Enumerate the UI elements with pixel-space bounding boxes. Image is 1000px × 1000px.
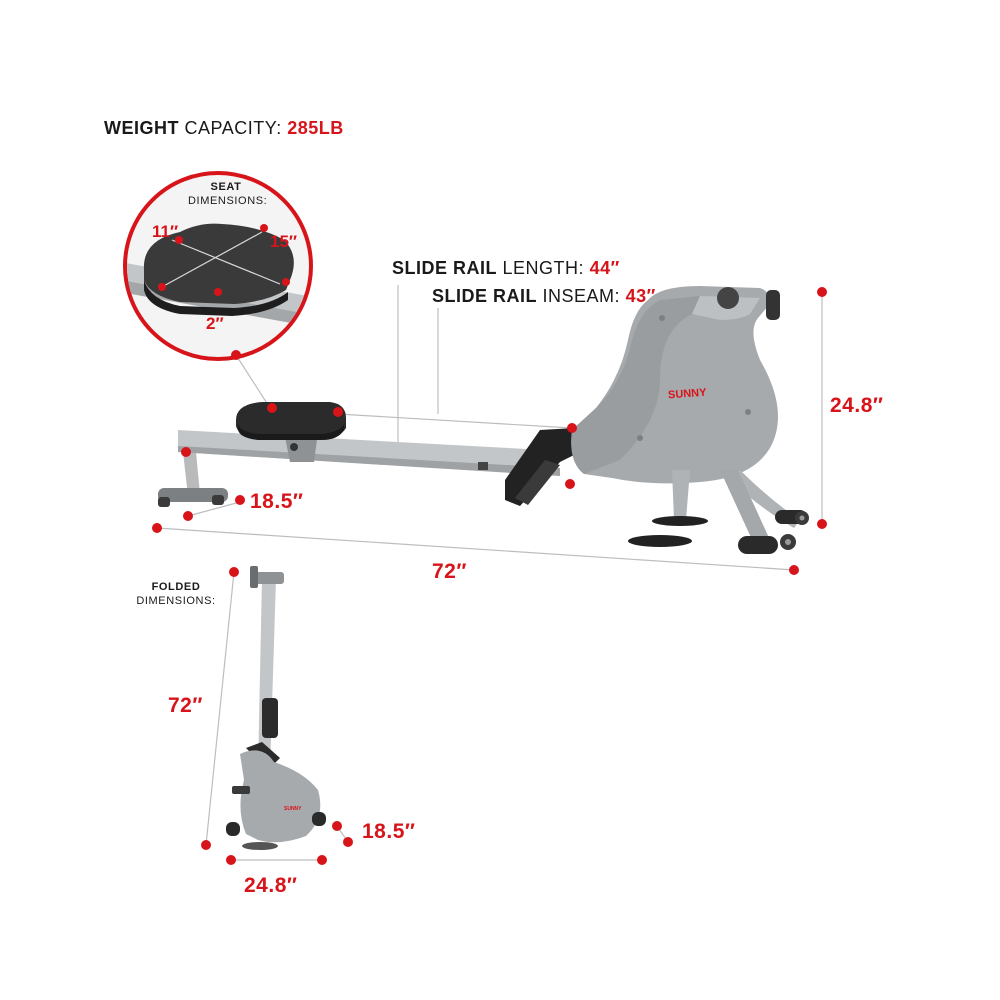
front-left-leg xyxy=(672,470,690,520)
seat-width-label: 11″ xyxy=(152,222,179,241)
folded-housing xyxy=(240,750,321,843)
unfolded-length-label: 72″ xyxy=(432,560,467,583)
seat-length-label: 15″ xyxy=(270,232,298,251)
folded-rowing-machine xyxy=(226,566,326,850)
unfolded-height-label: 24.8″ xyxy=(830,394,884,417)
left-foot xyxy=(652,516,708,526)
seat-height-label: 2″ xyxy=(206,314,224,333)
handle-grip xyxy=(766,290,780,320)
folded-height-label: 72″ xyxy=(168,694,203,717)
unfolded-width-label: 18.5″ xyxy=(250,490,304,513)
length-dimension-line xyxy=(156,527,795,571)
rear-leg xyxy=(183,452,200,496)
rear-foot-bar xyxy=(158,488,228,502)
seat-zoom xyxy=(123,171,313,361)
inseam-dimension-line xyxy=(337,413,573,429)
callout-dots xyxy=(152,224,827,865)
dimension-lines xyxy=(156,285,823,861)
slide-rail-inseam-value: 43″ xyxy=(625,286,656,306)
seat-callout-line xyxy=(235,354,271,409)
slide-rail-length-label: SLIDE RAIL LENGTH: 44″ xyxy=(392,258,620,278)
seat-dimensions-heading: SEAT DIMENSIONS: xyxy=(188,181,268,207)
seat xyxy=(236,402,346,438)
handle-pulley xyxy=(717,287,739,309)
rowing-machine xyxy=(158,286,809,554)
folded-width-label: 24.8″ xyxy=(244,874,298,897)
transport-wheel xyxy=(738,536,778,554)
slide-rail-inseam-label: SLIDE RAIL INSEAM: 43″ xyxy=(432,286,656,306)
folded-rail xyxy=(258,578,276,770)
folded-depth-label: 18.5″ xyxy=(362,820,416,843)
folded-seat xyxy=(262,698,278,738)
folded-dimensions-heading: FOLDED DIMENSIONS: xyxy=(136,581,216,607)
weight-capacity-label: WEIGHT CAPACITY: 285LB xyxy=(104,118,344,138)
folded-brand-logo: SUNNY xyxy=(284,806,302,812)
weight-capacity-value: 285LB xyxy=(287,118,344,138)
slide-rail-length-value: 44″ xyxy=(589,258,620,278)
width-dimension-line xyxy=(187,501,241,517)
folded-height-line xyxy=(205,571,235,846)
